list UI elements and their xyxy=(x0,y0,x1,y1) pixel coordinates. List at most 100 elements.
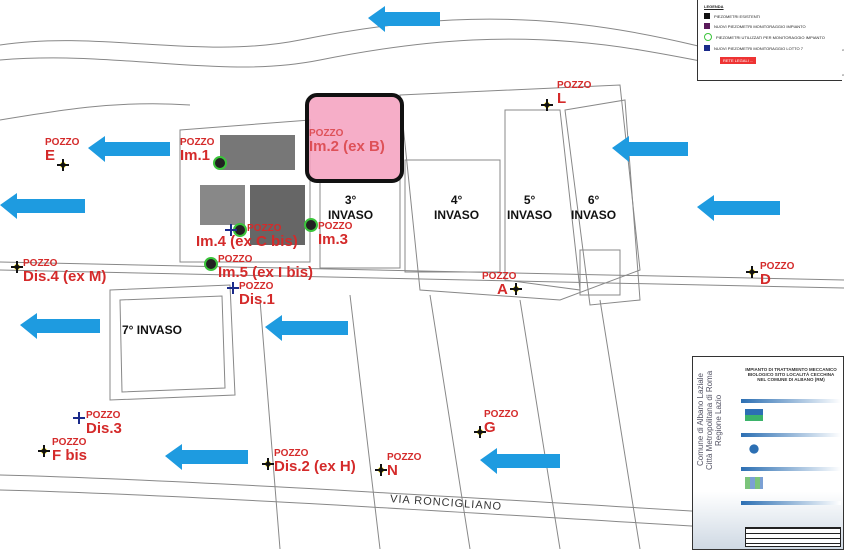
basin-label: INVASO xyxy=(328,208,374,222)
well-name: Dis.4 (ex M) xyxy=(23,268,107,285)
project-title: IMPIANTO DI TRATTAMENTO MECCANICO BIOLOG… xyxy=(745,367,837,382)
well-prefix: POZZO xyxy=(482,271,517,282)
basin-number: 4° xyxy=(450,193,463,207)
highlighted-area-im2 xyxy=(305,93,404,183)
well-marker-icon[interactable] xyxy=(510,283,522,295)
well-marker-icon[interactable] xyxy=(225,224,237,236)
well-marker-icon[interactable] xyxy=(541,99,553,111)
basin-number: 5° xyxy=(523,193,536,207)
basin-7: 7° INVASO xyxy=(122,323,182,338)
legend-item: NUOVI PIEZOMETRI MONITORAGGIO IMPIANTO xyxy=(704,23,842,29)
company-logo-icon xyxy=(745,409,763,421)
well-prefix: POZZO xyxy=(23,258,58,269)
basin-label: INVASO xyxy=(434,208,480,222)
revision-table xyxy=(745,527,841,547)
section-bar xyxy=(741,399,841,403)
map-legend: LEGENDA PIEZOMETRI ESISTENTI NUOVI PIEZO… xyxy=(697,0,842,81)
section-bar xyxy=(741,433,841,437)
well-name: Im.2 (ex B) xyxy=(309,138,385,155)
legend-item-label: NUOVI PIEZOMETRI MONITORAGGIO LOTTO 7 xyxy=(714,45,803,51)
legend-item: NUOVI PIEZOMETRI MONITORAGGIO LOTTO 7 xyxy=(704,45,842,51)
well-marker-icon[interactable] xyxy=(304,218,318,232)
basin-5: 5°INVASO xyxy=(507,193,552,223)
basin-number: 3° xyxy=(344,193,357,207)
well-marker-icon[interactable] xyxy=(262,458,274,470)
well-marker-icon[interactable] xyxy=(38,445,50,457)
flow-arrow xyxy=(265,315,348,341)
legend-item: PIEZOMETRI UTILIZZATI PER MONITORAGGIO I… xyxy=(704,33,842,41)
basin-6: 6°INVASO xyxy=(571,193,616,223)
flow-arrow xyxy=(480,448,560,474)
basin-label: INVASO xyxy=(571,208,617,222)
basin-label: INVASO xyxy=(507,208,553,222)
well-name: Im.1 xyxy=(180,147,211,164)
well-prefix: POZZO xyxy=(484,409,519,420)
flow-arrow xyxy=(368,6,440,32)
well-marker-icon[interactable] xyxy=(57,159,69,171)
flow-arrow xyxy=(0,193,85,219)
well-name: E xyxy=(45,147,56,164)
well-name: Dis.2 (ex H) xyxy=(274,458,356,475)
well-marker-icon[interactable] xyxy=(213,156,227,170)
legend-item-label: PIEZOMETRI ESISTENTI xyxy=(714,13,761,19)
region: Regione Lazio xyxy=(714,394,723,446)
well-prefix: POZZO xyxy=(239,281,274,292)
well-prefix: POZZO xyxy=(318,221,353,232)
well-name: L xyxy=(557,90,567,107)
flow-arrow xyxy=(20,313,100,339)
well-name: A xyxy=(497,281,508,298)
flow-arrow xyxy=(697,195,780,221)
well-prefix: POZZO xyxy=(557,80,592,91)
basin-number: 6° xyxy=(587,193,600,207)
legend-item-label: PIEZOMETRI UTILIZZATI PER MONITORAGGIO I… xyxy=(716,34,825,40)
section-bar xyxy=(741,501,841,505)
company-logo-icon xyxy=(745,443,763,455)
well-marker-icon[interactable] xyxy=(746,266,758,278)
well-prefix: POZZO xyxy=(387,452,422,463)
flow-arrows xyxy=(0,6,780,474)
well-prefix: POZZO xyxy=(180,137,215,148)
well-marker-icon[interactable] xyxy=(204,257,218,271)
well-name: G xyxy=(484,419,496,436)
well-marker-icon[interactable] xyxy=(73,412,85,424)
well-name: N xyxy=(387,462,398,479)
well-name: Im.4 (ex C bis) xyxy=(196,233,298,250)
well-name: Dis.3 xyxy=(86,420,122,437)
well-marker-icon[interactable] xyxy=(474,426,486,438)
well-marker-icon[interactable] xyxy=(227,282,239,294)
flow-arrow xyxy=(165,444,248,470)
well-prefix: POZZO xyxy=(45,137,80,148)
new-well-lot7-icon xyxy=(704,45,710,51)
company-logo-icon xyxy=(745,477,763,489)
metro-city: Città Metropolitana di Roma xyxy=(705,370,714,470)
new-well-plant-icon xyxy=(704,23,710,29)
well-marker-icon[interactable] xyxy=(375,464,387,476)
legend-item-label: NUOVI PIEZOMETRI MONITORAGGIO IMPIANTO xyxy=(714,23,806,29)
well-name: F bis xyxy=(52,447,88,464)
flow-arrow xyxy=(612,136,688,162)
well-name: Im.5 (ex I bis) xyxy=(218,264,314,281)
well-prefix: POZZO xyxy=(760,261,795,272)
well-prefix: POZZO xyxy=(86,410,121,421)
basin-4: 4°INVASO xyxy=(434,193,479,223)
well-prefix: POZZO xyxy=(247,223,282,234)
legend-warning: RETE LEGALI ... xyxy=(720,57,757,64)
well-marker-icon[interactable] xyxy=(11,261,23,273)
legend-title: LEGENDA xyxy=(704,4,724,9)
basin-3: 3°INVASO xyxy=(328,193,373,223)
